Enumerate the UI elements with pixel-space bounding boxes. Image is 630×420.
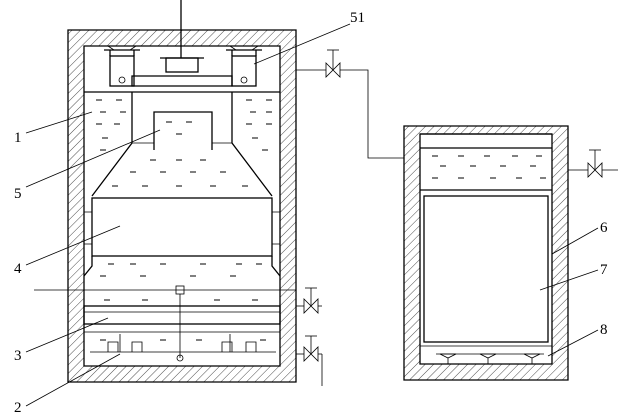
inner-cone xyxy=(91,92,273,197)
right-water-dashes xyxy=(432,155,546,179)
filter-media-right xyxy=(423,195,549,343)
aeration-supports xyxy=(90,334,276,353)
label-51: 51 xyxy=(350,10,365,26)
right-outlet-valve xyxy=(587,149,603,178)
label-2: 2 xyxy=(14,400,22,416)
transfer-pipe xyxy=(296,49,404,159)
right-tank xyxy=(403,125,618,381)
filter-media-upper xyxy=(91,197,273,257)
label-3: 3 xyxy=(14,348,22,364)
overflow-box-left xyxy=(104,45,140,87)
leader-lines xyxy=(25,23,599,407)
outlet-valve-upper xyxy=(296,287,322,314)
left-tank xyxy=(34,0,297,383)
left-tank-wall xyxy=(67,29,297,383)
label-8: 8 xyxy=(600,322,608,338)
label-7: 7 xyxy=(600,262,608,278)
water-dashes xyxy=(96,99,272,341)
inner-baffle xyxy=(153,111,213,150)
filter-media-lower xyxy=(83,305,281,325)
aerators xyxy=(436,353,544,364)
label-5: 5 xyxy=(14,186,22,202)
transfer-valve xyxy=(325,49,341,78)
label-4: 4 xyxy=(14,261,22,277)
label-6: 6 xyxy=(600,220,608,236)
overflow-box-right xyxy=(226,45,262,87)
top-rail xyxy=(131,75,233,87)
hopper xyxy=(83,256,281,277)
center-cap xyxy=(165,57,199,73)
outlet-valve-lower xyxy=(296,335,323,386)
label-1: 1 xyxy=(14,130,22,146)
